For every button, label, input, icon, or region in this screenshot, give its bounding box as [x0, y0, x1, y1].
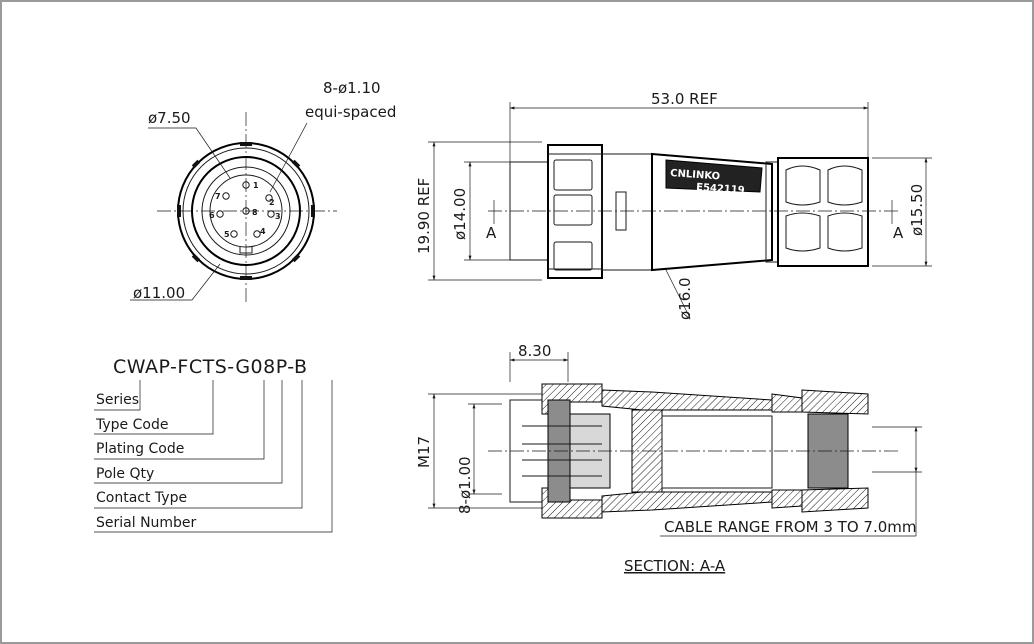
- section-marker-right: A: [893, 224, 904, 242]
- side-view: 53.0 REF 19.90 REF ø14.00 ø15.50 ø16.0 C…: [415, 90, 932, 320]
- part-number-code: CWAP-FCTS-G08P-B: [113, 356, 307, 378]
- pin-5: [230, 230, 238, 238]
- pin-hole-note: 8-ø1.10: [323, 79, 381, 97]
- pitch-circle-dimension: ø7.50: [148, 109, 191, 127]
- pin-7: [222, 192, 230, 200]
- pin-6: [216, 210, 224, 218]
- pin-label-1: 1: [253, 181, 259, 190]
- part-number-legend: CWAP-FCTS-G08P-B Series Type Code Platin…: [94, 356, 333, 533]
- pin-4: [253, 230, 261, 238]
- section-view: 8.30 M17 8-ø1.00 CAB: [415, 342, 922, 575]
- legend-type-code: Type Code: [95, 417, 168, 433]
- pin-label-2: 2: [269, 198, 275, 207]
- pin-hole-spacing-note: equi-spaced: [305, 103, 396, 121]
- pin-label-3: 3: [275, 212, 281, 221]
- front-view: 1 2 3 4 5 6 7 8 ø7.50 8-ø1.10 equi-space…: [130, 79, 396, 304]
- pin-8: [242, 207, 250, 215]
- legend-plating-code: Plating Code: [96, 441, 184, 457]
- pin-label-5: 5: [224, 230, 230, 239]
- pin-label-4: 4: [260, 227, 266, 236]
- legend-contact-type: Contact Type: [96, 490, 187, 506]
- outer-diameter-dimension: ø11.00: [133, 284, 185, 302]
- legend-pole-qty: Pole Qty: [96, 466, 154, 482]
- cable-range-note: CABLE RANGE FROM 3 TO 7.0mm: [664, 518, 917, 536]
- brand-logo: CNLINKO: [670, 168, 721, 182]
- thread-dimension: M17: [415, 436, 433, 468]
- front-diameter-dimension: ø14.00: [451, 188, 469, 240]
- pin-3: [267, 210, 275, 218]
- offset-dimension: 8.30: [518, 342, 551, 360]
- pin-label-8: 8: [252, 208, 258, 217]
- section-marker-left: A: [486, 224, 497, 242]
- pin-2: [265, 194, 273, 202]
- legend-series: Series: [96, 392, 139, 408]
- nut-diameter-dimension: ø16.0: [676, 277, 694, 320]
- pin-label-7: 7: [215, 192, 221, 201]
- certification-mark: E542119: [696, 182, 745, 196]
- height-dimension: 19.90 REF: [415, 178, 433, 254]
- pin-label-6: 6: [209, 211, 215, 220]
- length-dimension: 53.0 REF: [651, 90, 718, 108]
- pin-1: [242, 181, 250, 189]
- contact-dimension: 8-ø1.00: [456, 456, 474, 514]
- gland-diameter-dimension: ø15.50: [908, 184, 926, 236]
- legend-serial-number: Serial Number: [96, 515, 197, 531]
- section-title: SECTION: A-A: [624, 557, 726, 575]
